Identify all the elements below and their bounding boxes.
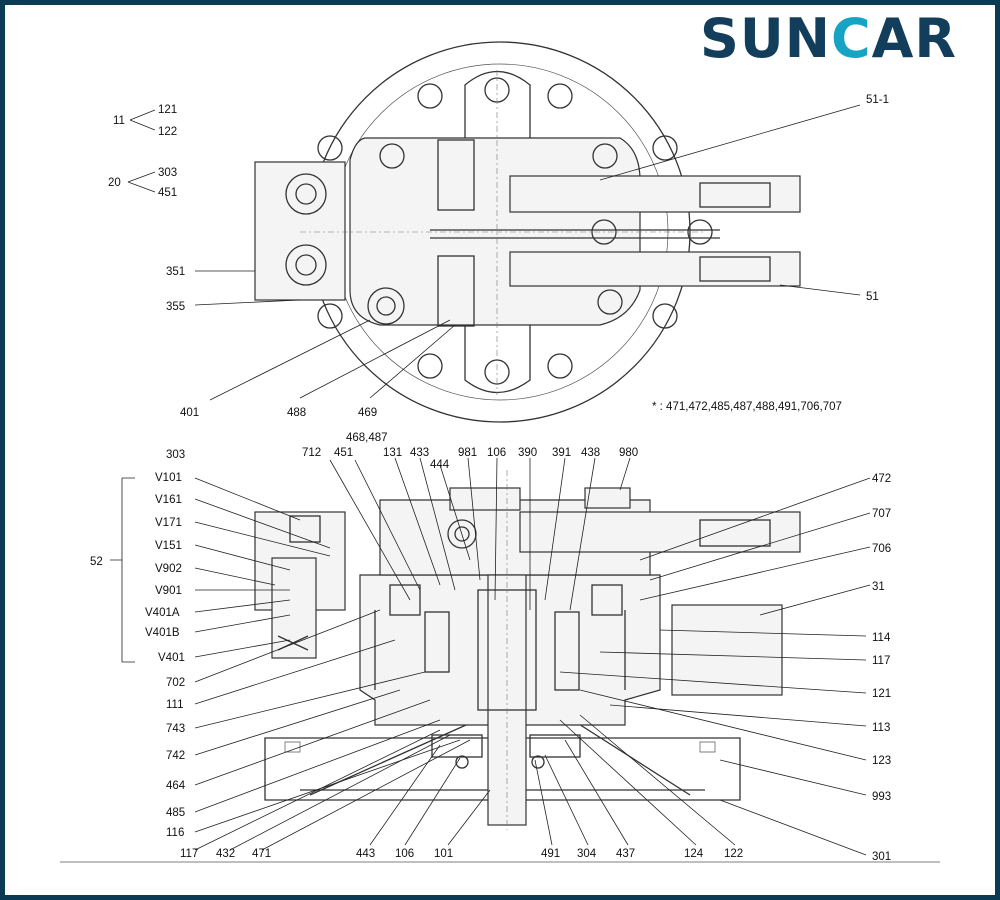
label-121-right: 121	[872, 688, 891, 700]
logo-text-b: C	[830, 7, 872, 70]
section-view-drawing	[60, 470, 940, 863]
label-111: 111	[166, 699, 183, 711]
label-390: 390	[518, 447, 537, 459]
label-v401b: V401B	[145, 627, 180, 639]
label-437: 437	[616, 848, 635, 860]
label-31: 31	[872, 581, 885, 593]
label-106-bottom: 106	[395, 848, 414, 860]
label-451-top: 451	[158, 187, 177, 199]
label-468-487: 468,487	[346, 432, 388, 444]
label-v151: V151	[155, 540, 182, 552]
label-101: 101	[434, 848, 453, 860]
label-485: 485	[166, 807, 185, 819]
label-v161: V161	[155, 494, 182, 506]
label-20: 20	[108, 177, 121, 189]
label-v171: V171	[155, 517, 182, 529]
label-114: 114	[872, 632, 891, 644]
suncar-logo: SUNCAR	[700, 12, 957, 66]
label-464: 464	[166, 780, 186, 792]
label-122-bottom: 122	[724, 848, 743, 860]
label-52: 52	[90, 556, 103, 568]
label-438: 438	[581, 447, 600, 459]
label-121: 121	[158, 104, 177, 116]
label-355: 355	[166, 301, 185, 313]
label-472: 472	[872, 473, 891, 485]
label-432: 432	[216, 848, 235, 860]
section-view-labels: 52 303 V101 V161 V171 V151 V902 V901 V40…	[90, 432, 891, 863]
label-742: 742	[166, 750, 185, 762]
label-116: 116	[166, 827, 184, 839]
label-106-top: 106	[487, 447, 506, 459]
label-113: 113	[872, 722, 890, 734]
label-117-right: 117	[872, 655, 890, 667]
label-433: 433	[410, 447, 429, 459]
label-702: 702	[166, 677, 185, 689]
label-469: 469	[358, 407, 377, 419]
label-488: 488	[287, 407, 306, 419]
label-301: 301	[872, 851, 891, 863]
top-view-drawing	[254, 41, 801, 423]
label-v101: V101	[155, 472, 182, 484]
label-712: 712	[302, 447, 321, 459]
label-707: 707	[872, 508, 891, 520]
label-706: 706	[872, 543, 891, 555]
label-443: 443	[356, 848, 375, 860]
label-471: 471	[252, 848, 271, 860]
logo-text-a: SUN	[700, 7, 831, 70]
label-444: 444	[430, 459, 450, 471]
leader-lines	[110, 104, 871, 856]
label-v401: V401	[158, 652, 185, 664]
label-v901: V901	[155, 585, 182, 597]
label-491: 491	[541, 848, 560, 860]
label-v902: V902	[155, 563, 182, 575]
label-303: 303	[166, 449, 185, 461]
label-743: 743	[166, 723, 185, 735]
label-391: 391	[552, 447, 571, 459]
label-351: 351	[166, 266, 185, 278]
logo-text-c: AR	[871, 7, 957, 70]
label-123: 123	[872, 755, 891, 767]
label-993: 993	[872, 791, 891, 803]
top-view-labels: 11 121 122 20 303 451 351 355 401 488 46…	[108, 94, 889, 419]
label-980: 980	[619, 447, 638, 459]
label-51: 51	[866, 291, 879, 303]
label-304: 304	[577, 848, 597, 860]
label-401: 401	[180, 407, 199, 419]
label-124: 124	[684, 848, 704, 860]
label-981: 981	[458, 447, 477, 459]
asterisk-note: * : 471,472,485,487,488,491,706,707	[652, 401, 842, 413]
label-451: 451	[334, 447, 353, 459]
label-131: 131	[383, 447, 402, 459]
label-11: 11	[113, 115, 125, 127]
label-122: 122	[158, 126, 177, 138]
label-v401a: V401A	[145, 607, 180, 619]
label-117-bottom: 117	[180, 848, 198, 860]
label-303-top: 303	[158, 167, 177, 179]
label-51-1: 51-1	[866, 94, 889, 106]
